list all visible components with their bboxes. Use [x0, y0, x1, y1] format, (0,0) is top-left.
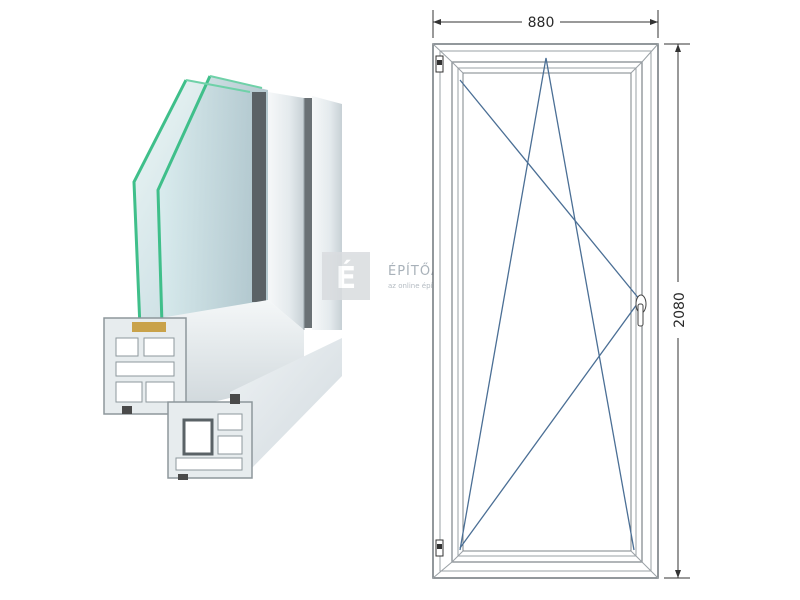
glass-panes [132, 75, 268, 329]
window-profile-cutaway [103, 75, 342, 480]
horizontal-frame-profile [230, 338, 342, 470]
tilt-opening-line [459, 57, 635, 551]
hinges [435, 55, 444, 557]
frame-cross-section [167, 394, 253, 480]
logo-letter: É [336, 260, 357, 296]
glazing-spacer [132, 322, 166, 332]
height-dimension: 2080 [664, 43, 690, 579]
frame-corner-lines [432, 43, 659, 579]
height-label: 2080 [672, 292, 688, 328]
door-sash-inner-line [457, 67, 637, 557]
gasket-vertical-2 [304, 98, 312, 328]
reinforcement-chamber [182, 418, 214, 456]
glass-edge-outer [132, 79, 188, 329]
glass-top-edge-2 [209, 75, 263, 89]
gasket-vertical [252, 92, 266, 302]
door-handle-icon [635, 294, 647, 327]
width-dimension: 880 [432, 10, 659, 38]
width-label: 880 [528, 15, 555, 31]
sash-cross-section [103, 317, 187, 415]
glass-edge-inner [156, 75, 212, 327]
inner-glass-pane [158, 76, 268, 326]
door-frame-inner-line [439, 50, 652, 572]
door-technical-drawing: 880 2080 [432, 10, 690, 579]
vertical-sash-profile [268, 92, 304, 330]
logo-box [322, 252, 370, 300]
glass-top-edge-1 [185, 79, 251, 93]
